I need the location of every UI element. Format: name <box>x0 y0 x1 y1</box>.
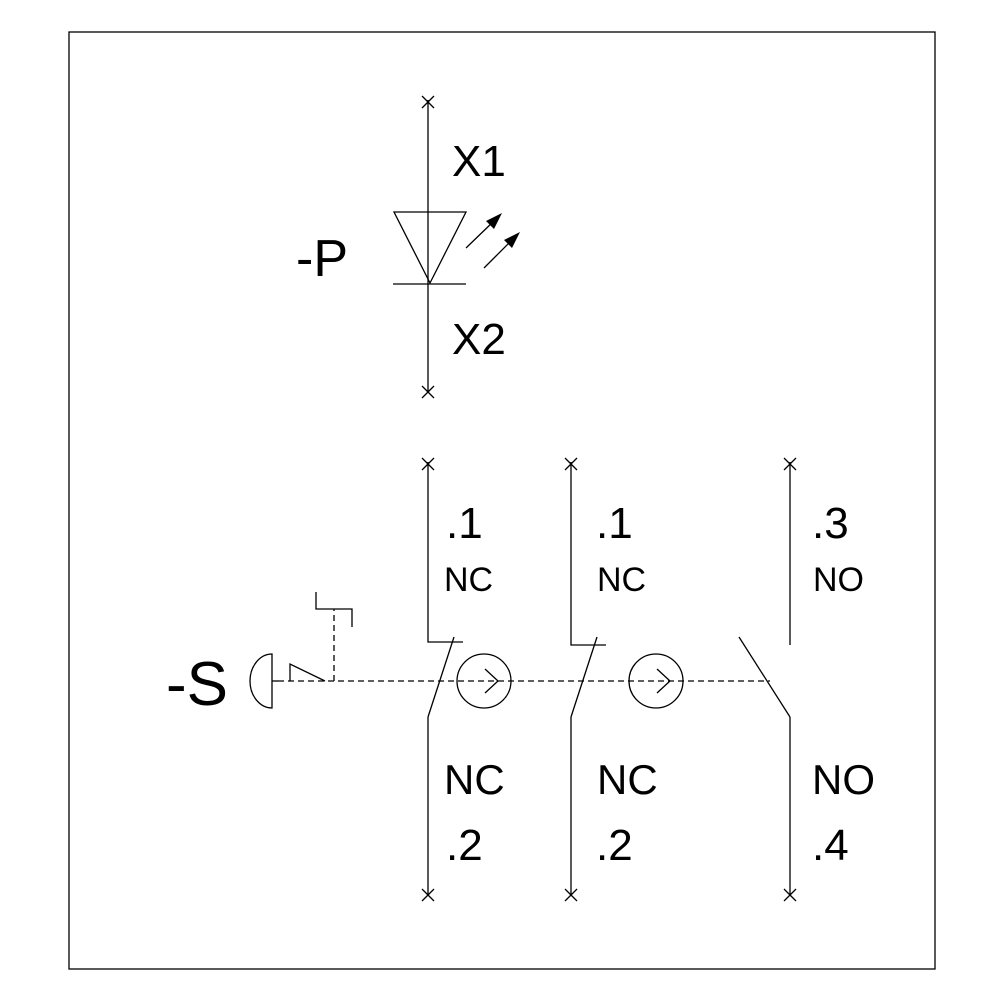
contact-type: NO <box>812 756 875 803</box>
spring-return-icon <box>289 662 326 682</box>
terminal-x-icon <box>421 888 435 902</box>
lamp-designation: -P <box>296 230 348 288</box>
contact-number: .2 <box>446 821 483 870</box>
indicator-lamp: -P X1 X2 <box>296 95 520 399</box>
circle-arrow-icon <box>456 653 512 709</box>
drawing-frame <box>68 31 936 970</box>
terminal-x2-label: X2 <box>452 315 506 364</box>
contact-blade <box>570 636 598 718</box>
contact-type: NC <box>597 561 646 599</box>
contact-number: .1 <box>596 499 633 548</box>
contact-number: .2 <box>596 821 633 870</box>
contact-number: .3 <box>812 499 849 548</box>
contact-blade <box>427 636 455 718</box>
terminal-x-icon <box>421 385 435 399</box>
contact-blade <box>738 636 791 718</box>
contact-2-nc: .1 NC NC .2 <box>564 457 684 902</box>
terminal-x-icon <box>564 888 578 902</box>
contact-number: .1 <box>446 499 483 548</box>
contact-type: NO <box>813 561 864 599</box>
contact-1-nc: .1 NC NC .2 <box>421 457 512 902</box>
terminal-x1-label: X1 <box>452 137 506 186</box>
contact-type: NC <box>444 561 493 599</box>
push-head-icon <box>249 653 273 709</box>
latch-icon <box>315 592 353 627</box>
contact-number: .4 <box>812 821 849 870</box>
contact-type: NC <box>444 756 505 803</box>
pushbutton-actuator: -S <box>166 592 770 719</box>
terminal-x-icon <box>421 95 435 109</box>
circle-arrow-icon <box>628 653 684 709</box>
switch-designation: -S <box>166 650 228 719</box>
contact-type: NC <box>597 756 658 803</box>
light-emission-arrows-icon <box>465 213 520 269</box>
terminal-x-icon <box>783 888 797 902</box>
contact-3-no: .3 NO NO .4 <box>738 457 875 902</box>
diode-triangle-icon <box>392 211 468 285</box>
